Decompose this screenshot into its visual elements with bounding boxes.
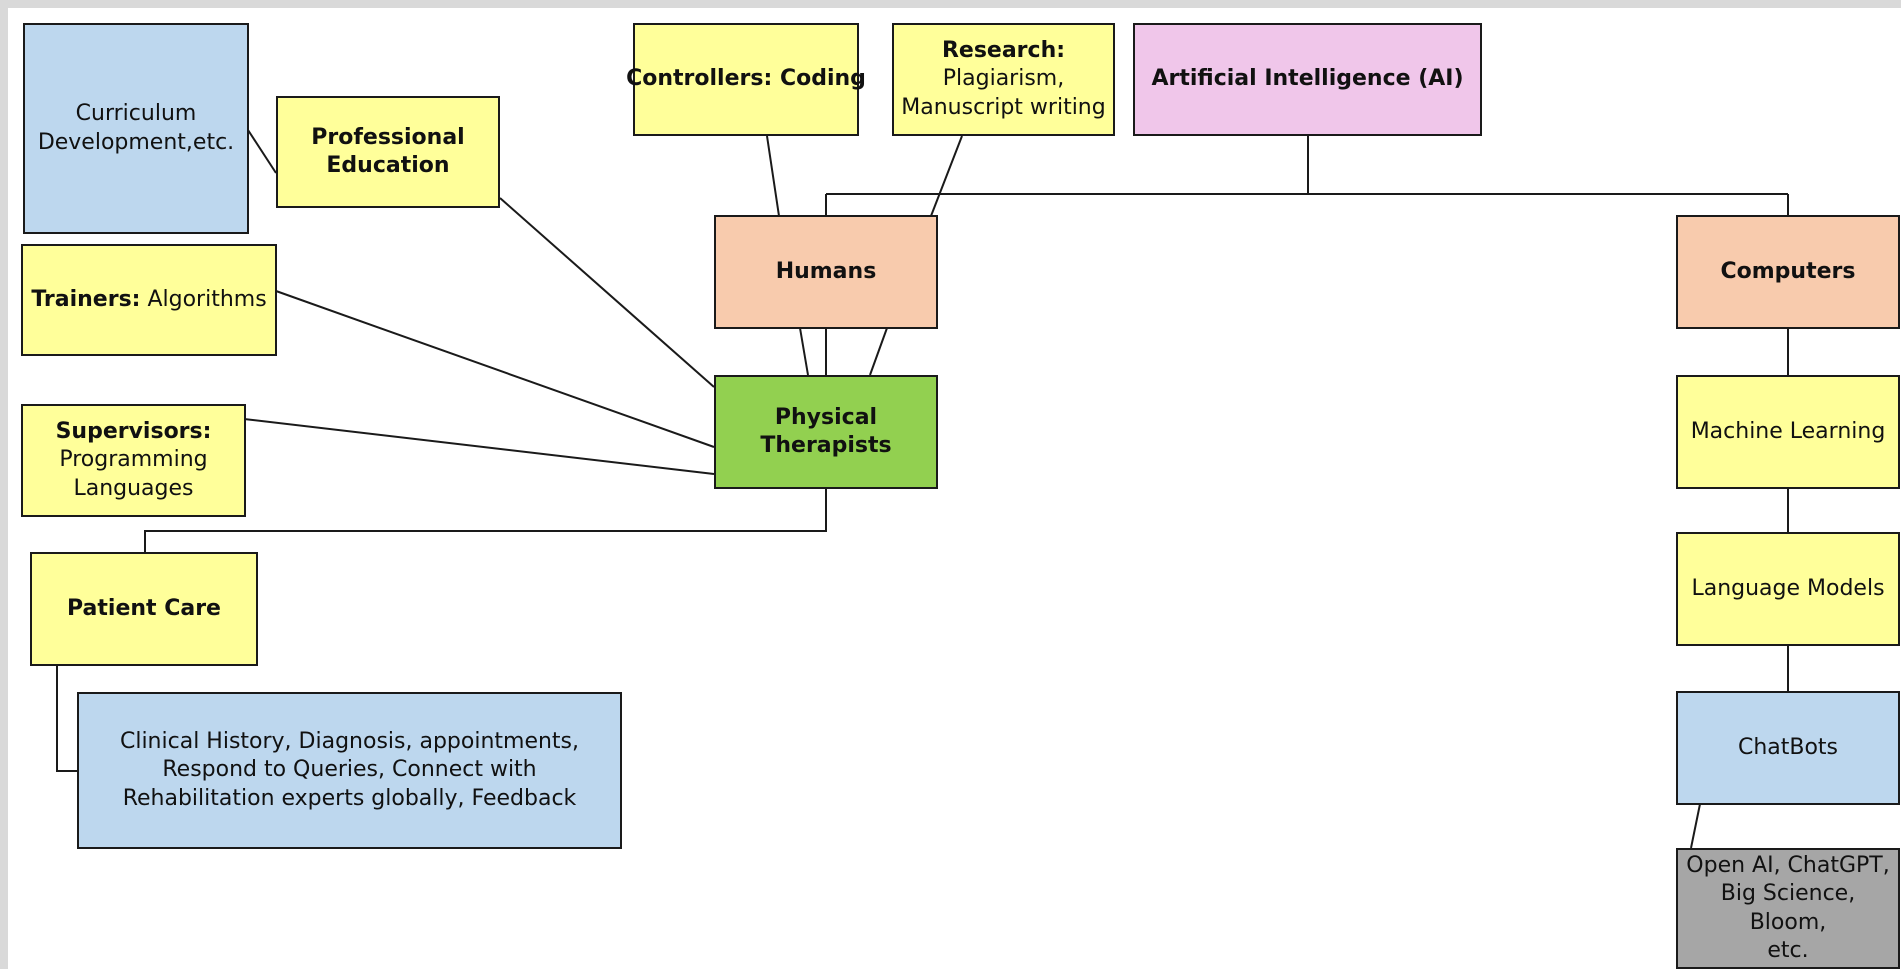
supervisors-label: Supervisors: (55, 419, 212, 445)
connector-humans-pt-left (799, 327, 809, 376)
language-models-text: Language Models (1691, 575, 1885, 601)
professional-education-box: Professional Education (276, 96, 500, 208)
machine-learning-box: Machine Learning (1676, 375, 1900, 489)
curriculum-line2: Development,etc. (37, 129, 235, 155)
chatbots-box: ChatBots (1676, 691, 1900, 805)
curriculum-box: Curriculum Development,etc. (23, 23, 249, 234)
computers-text: Computers (1720, 258, 1856, 284)
machine-learning-text: Machine Learning (1690, 418, 1886, 444)
clinical-line1: Clinical History, Diagnosis, appointment… (119, 729, 580, 755)
examples-line2: Big Science, Bloom, (1720, 881, 1856, 935)
supervisors-box: Supervisors: Programming Languages (21, 404, 246, 517)
research-line2: Manuscript writing (901, 94, 1106, 120)
controllers-box: Controllers: Coding (626, 23, 866, 136)
examples-line3: etc. (1767, 937, 1809, 963)
examples-box: Open AI, ChatGPT, Big Science, Bloom, et… (1676, 848, 1900, 969)
professional-education-line2: Education (326, 153, 450, 178)
computers-box: Computers (1676, 215, 1900, 329)
connector-patient-care-clinical (56, 665, 78, 772)
physical-therapists-box: Physical Therapists (714, 375, 938, 489)
curriculum-line1: Curriculum (75, 101, 197, 127)
research-box: Research: Plagiarism, Manuscript writing (892, 23, 1115, 136)
connector-pt-supervisors (243, 418, 715, 475)
connector-pt-patient-care (144, 488, 827, 553)
controllers-label: Controllers: (626, 66, 773, 92)
connector-humans-research (930, 135, 963, 217)
supervisors-line1: Programming (59, 447, 208, 473)
trainers-text: Algorithms (147, 286, 267, 312)
clinical-box: Clinical History, Diagnosis, appointment… (77, 692, 622, 849)
trainers-box: Trainers: Algorithms (21, 244, 277, 356)
connector-humans-controllers (766, 135, 780, 217)
chatbots-text: ChatBots (1737, 734, 1839, 760)
examples-line1: Open AI, ChatGPT, (1686, 853, 1890, 879)
connector-humans-pt-right (869, 327, 888, 376)
connector-lines (56, 129, 1789, 849)
humans-text: Humans (775, 258, 877, 284)
trainers-label: Trainers: (31, 286, 141, 312)
ai-text: Artificial Intelligence (AI) (1151, 66, 1464, 92)
humans-box: Humans (714, 215, 938, 329)
physical-therapists-text: Physical Therapists (760, 404, 892, 458)
connector-pt-professional-education (499, 197, 715, 388)
controllers-text: Coding (779, 66, 866, 92)
language-models-box: Language Models (1676, 532, 1900, 646)
patient-care-text: Patient Care (67, 595, 221, 621)
clinical-line3: Rehabilitation experts globally, Feedbac… (122, 785, 577, 811)
connector-pt-trainers (275, 290, 715, 448)
supervisors-line2: Languages (73, 475, 194, 501)
research-line1: Plagiarism, (942, 66, 1065, 92)
clinical-line2: Respond to Queries, Connect with (162, 757, 537, 783)
connector-curriculum-professional-education (247, 129, 277, 174)
ai-box: Artificial Intelligence (AI) (1133, 23, 1482, 136)
professional-education-line1: Professional (311, 124, 465, 150)
research-label: Research: (941, 38, 1066, 64)
connector-chatbots-examples (1690, 803, 1701, 849)
patient-care-box: Patient Care (30, 552, 258, 666)
